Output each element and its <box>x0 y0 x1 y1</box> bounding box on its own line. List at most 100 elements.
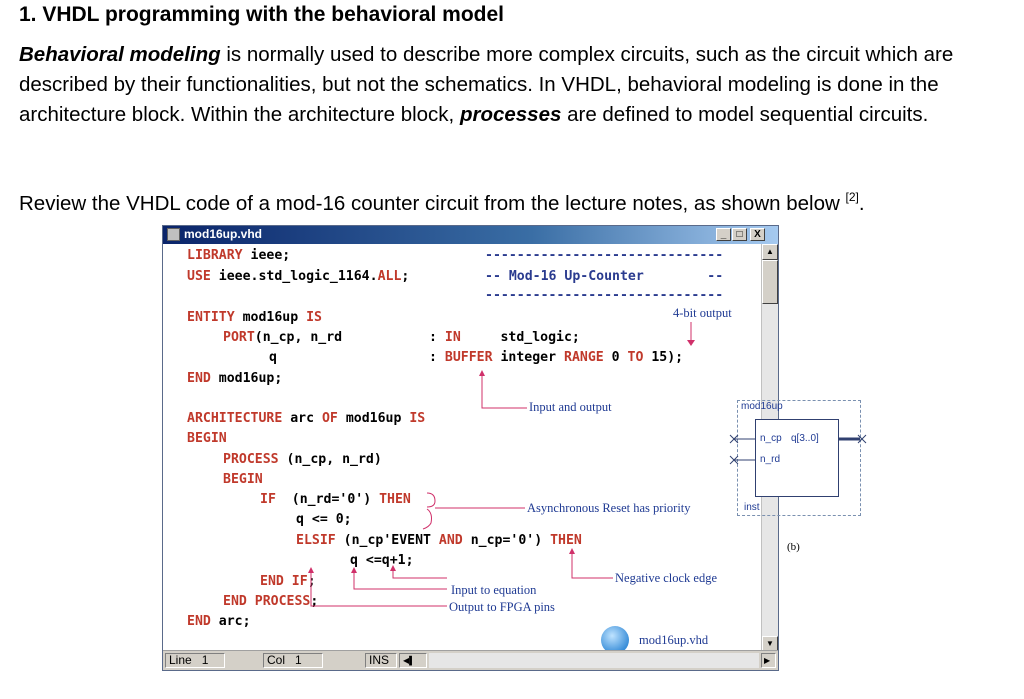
annotation-output-fpga: Output to FPGA pins <box>449 600 555 614</box>
section-heading: 1. VHDL programming with the behavioral … <box>19 3 505 26</box>
symbol-block <box>737 400 861 516</box>
code-line: ARCHITECTURE arc OF mod16up IS <box>187 411 425 427</box>
maximize-button[interactable]: □ <box>732 228 747 241</box>
intro-paragraph: Behavioral modeling is normally used to … <box>19 40 1009 130</box>
horizontal-scrollbar[interactable] <box>429 653 759 668</box>
code-keyword: THEN <box>379 492 411 507</box>
code-line: END IF; <box>260 574 316 590</box>
term-processes: processes <box>459 103 562 126</box>
file-icon <box>167 228 180 241</box>
code-text: (n_cp, n_rd) <box>278 452 382 467</box>
term-behavioral-modeling: Behavioral modeling <box>19 43 221 66</box>
arrow-input-eq-2 <box>392 567 447 579</box>
code-text: (n_cp'EVENT <box>335 533 439 548</box>
code-keyword: ARCHITECTURE <box>187 411 283 426</box>
close-button[interactable]: X <box>750 228 765 241</box>
code-comment-line: ------------------------------ <box>485 288 724 303</box>
code-keyword: IS <box>409 411 426 426</box>
code-keyword: ALL <box>377 269 402 284</box>
code-keyword: TO <box>627 350 644 365</box>
pin-n-rd: n_rd <box>760 454 781 465</box>
para-text-1: is normally used to describe more comple… <box>19 43 954 126</box>
pin-q: q[3..0] <box>791 433 819 444</box>
status-scroll-left-icon[interactable]: ◀▌ <box>399 653 427 668</box>
code-text: mod16up; <box>210 371 283 386</box>
annotation-async-reset: Asynchronous Reset has priority <box>527 501 691 515</box>
arrowhead <box>390 565 396 571</box>
arrowhead <box>308 567 314 573</box>
arrowhead <box>569 548 575 554</box>
status-line: Line 1 <box>165 653 225 668</box>
code-line: q <=q+1; <box>350 553 414 568</box>
code-line: q <= 0; <box>296 512 352 527</box>
annotation-filename: mod16up.vhd <box>639 633 709 647</box>
status-line-label: Line <box>169 653 192 667</box>
code-text: (n_rd='0') <box>275 492 380 507</box>
code-keyword: END <box>260 574 284 589</box>
code-keyword: END <box>187 614 211 629</box>
code-text: ieee.std_logic_1164. <box>210 269 378 284</box>
code-text: ; <box>401 269 410 284</box>
code-text: std_logic; <box>460 330 580 345</box>
minimize-button[interactable]: _ <box>716 228 731 241</box>
code-line: END mod16up; <box>187 371 282 387</box>
arrowhead <box>479 370 485 376</box>
code-line: ENTITY mod16up IS <box>187 310 322 326</box>
code-line: q <box>269 350 277 365</box>
code-comment-line: -- Mod-16 Up-Counter -- <box>485 269 724 284</box>
code-text: ieee; <box>242 248 291 263</box>
annotation-arrows <box>308 322 695 607</box>
status-col: Col 1 <box>263 653 323 668</box>
code-comment-line: ------------------------------ <box>485 248 724 263</box>
code-text: ; <box>310 594 319 609</box>
code-keyword: THEN <box>550 533 582 548</box>
code-keyword: IF <box>260 492 276 507</box>
code-line: USE ieee.std_logic_1164.ALL; <box>187 269 409 285</box>
code-text: integer <box>492 350 564 365</box>
code-text: (n_cp, n_rd <box>254 330 343 345</box>
input-pins <box>729 434 756 465</box>
para-text-2: are defined to model sequential circuits… <box>561 103 929 126</box>
pin-n-cp: n_cp <box>760 433 782 444</box>
symbol-body <box>755 419 839 497</box>
arrowhead <box>351 567 357 573</box>
code-text: : <box>429 350 445 365</box>
code-line: ELSIF (n_cp'EVENT AND n_cp='0') THEN <box>296 533 582 549</box>
code-keyword: IF <box>283 574 308 589</box>
code-text: 15); <box>643 350 684 365</box>
code-keyword: OF <box>321 411 338 426</box>
code-keyword: BEGIN <box>223 472 263 487</box>
code-text: ; <box>307 574 316 589</box>
annotation-input-equation: Input to equation <box>451 583 537 597</box>
code-line: : BUFFER integer RANGE 0 TO 15); <box>429 350 683 366</box>
code-keyword: END <box>187 371 211 386</box>
code-line: BEGIN <box>223 472 263 488</box>
arrow-neg-edge <box>571 550 613 579</box>
code-line: LIBRARY ieee; <box>187 248 290 264</box>
code-keyword: RANGE <box>564 350 604 365</box>
status-col-label: Col <box>267 653 286 667</box>
code-text: n_cp='0') <box>462 533 551 548</box>
file-badge-icon <box>601 626 629 654</box>
code-keyword: BUFFER <box>444 350 493 365</box>
annotation-negative-edge: Negative clock edge <box>615 571 718 585</box>
code-line: END arc; <box>187 614 251 630</box>
review-end: . <box>858 192 865 215</box>
code-text: arc <box>282 411 322 426</box>
figure-label-b: (b) <box>787 541 800 553</box>
scroll-up-icon[interactable]: ▲ <box>762 244 778 260</box>
arrow-output-fpga <box>310 569 447 607</box>
scroll-thumb[interactable] <box>762 260 778 304</box>
review-sentence: Review the VHDL code of a mod-16 counter… <box>19 190 865 216</box>
code-text: mod16up <box>234 310 307 325</box>
annotation-4bit-output: 4-bit output <box>673 306 732 320</box>
code-line: PORT(n_cp, n_rd <box>223 330 342 346</box>
scroll-right-icon[interactable]: ▶ <box>761 653 776 668</box>
code-keyword: IS <box>306 310 322 325</box>
arrowhead <box>687 340 695 346</box>
brace-reset <box>422 508 432 530</box>
arrow-input-output <box>481 372 527 409</box>
code-text: 0 <box>603 350 628 365</box>
brace-if <box>426 492 436 508</box>
code-keyword: USE <box>187 269 211 284</box>
